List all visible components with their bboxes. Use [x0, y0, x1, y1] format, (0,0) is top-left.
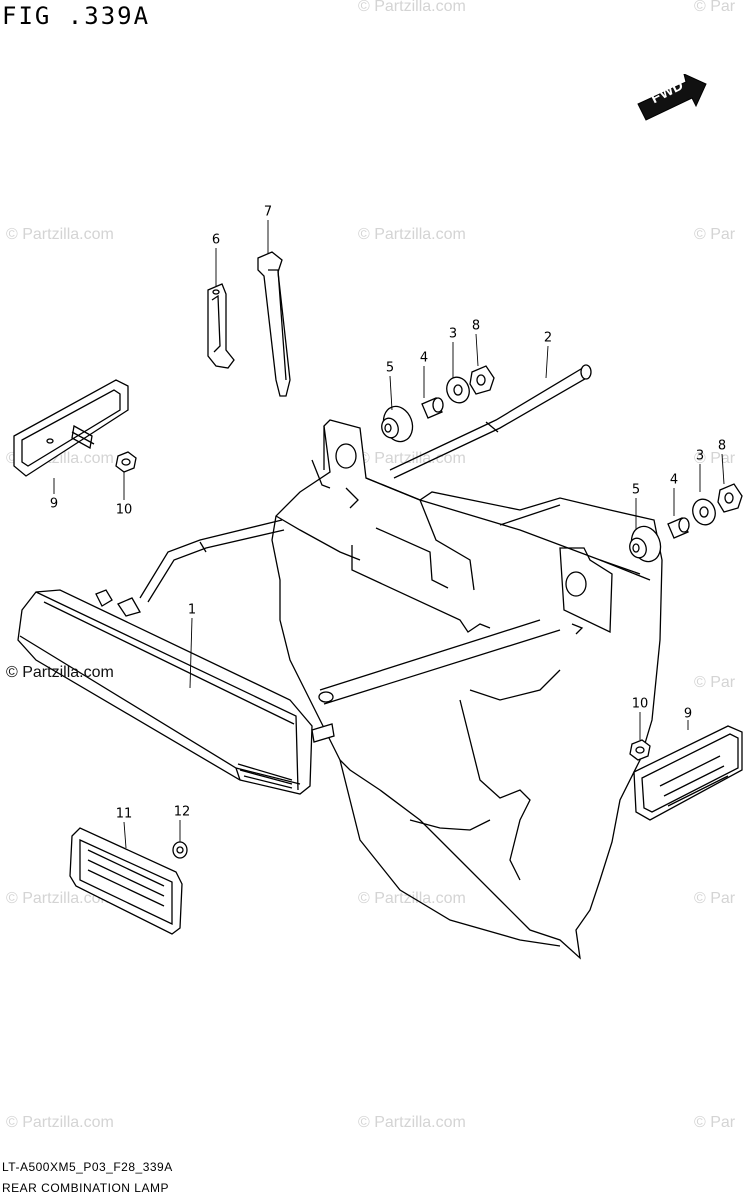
nut-right	[629, 739, 651, 761]
callout-11: 11	[115, 806, 133, 822]
watermark: © Par	[694, 0, 736, 15]
collar-upper	[421, 397, 444, 419]
callout-10: 10	[115, 502, 133, 518]
tail-lamp	[17, 589, 335, 795]
washer-upper	[446, 376, 470, 404]
callout-2: 2	[543, 330, 553, 346]
nut-upper	[469, 365, 495, 395]
figure-title: FIG .339A	[2, 2, 151, 30]
grommet-lower	[629, 525, 662, 563]
watermark: © Par	[694, 890, 736, 907]
callout-3: 3	[448, 326, 458, 342]
watermark: © Partzilla.com	[358, 450, 466, 467]
wiring-harness	[139, 364, 592, 603]
watermark: © Partzilla.com	[6, 226, 114, 243]
watermark: © Partzilla.com	[358, 0, 466, 15]
callout-5: 5	[385, 360, 395, 376]
callout-6: 6	[211, 232, 221, 248]
watermark: © Partzilla.com	[6, 1114, 114, 1131]
watermark-primary: © Partzilla.com	[6, 664, 114, 681]
nut-lower-right	[717, 483, 743, 513]
collar-lower	[667, 517, 690, 539]
watermark: © Par	[694, 1114, 736, 1131]
figure-name: REAR COMBINATION LAMP	[2, 1181, 169, 1195]
callout-10: 10	[631, 696, 649, 712]
callout-9: 9	[49, 496, 59, 512]
watermark: © Par	[694, 674, 736, 691]
watermark: © Par	[694, 226, 736, 243]
callout-4: 4	[419, 350, 429, 366]
clamp	[207, 283, 235, 369]
callout-12: 12	[173, 804, 191, 820]
callout-9: 9	[683, 706, 693, 722]
washer-lower	[692, 498, 716, 526]
callout-5: 5	[631, 482, 641, 498]
callout-3: 3	[695, 448, 705, 464]
leader-lines	[53, 220, 725, 849]
reflector-left	[13, 379, 129, 477]
nut-left	[115, 451, 137, 473]
watermark: © Partzilla.com	[358, 1114, 466, 1131]
rear-fender-bracket	[271, 419, 663, 960]
nut-lower	[172, 841, 188, 859]
callout-7: 7	[263, 204, 273, 220]
reflector-right	[633, 725, 743, 821]
callout-8: 8	[471, 318, 481, 334]
forward-arrow-icon	[637, 74, 707, 121]
watermark: © Partzilla.com	[6, 890, 114, 907]
cable-tie	[257, 251, 291, 397]
figure-code: LT-A500XM5_P03_F28_339A	[2, 1160, 173, 1174]
callout-1: 1	[187, 602, 197, 618]
callout-4: 4	[669, 472, 679, 488]
reflector-lower	[69, 827, 183, 935]
callout-8: 8	[717, 438, 727, 454]
grommet-upper	[381, 405, 414, 443]
watermark: © Partzilla.com	[358, 226, 466, 243]
watermark: © Par	[694, 450, 736, 467]
watermark: © Partzilla.com	[358, 890, 466, 907]
